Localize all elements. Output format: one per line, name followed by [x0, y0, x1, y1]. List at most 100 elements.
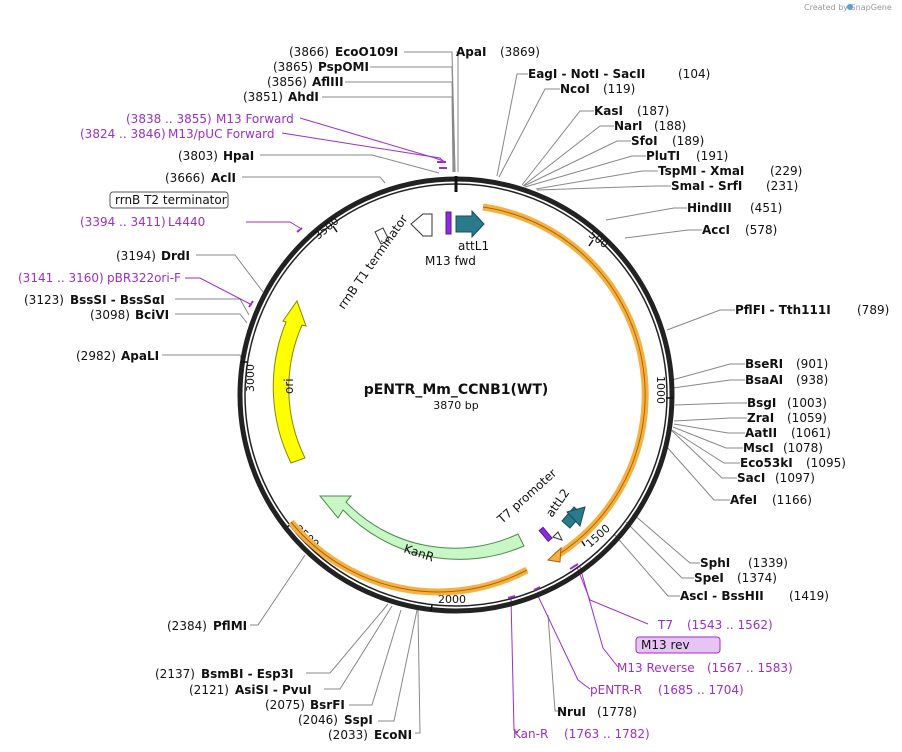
enzyme-position: (188) [654, 119, 686, 133]
enzyme-position: (2046) [298, 713, 338, 727]
enzyme-position: (2384) [167, 619, 207, 633]
tick-label: 2000 [438, 593, 466, 606]
enzyme-name: KasI [594, 104, 623, 118]
enzyme-position: (104) [678, 67, 710, 81]
enzyme-position: (3865) [273, 60, 313, 74]
rrnb-t2-label-box [109, 191, 229, 209]
enzyme-name: PflMI [213, 619, 247, 633]
m13fwd-label: M13 fwd [425, 254, 476, 268]
primer-range: (3141 .. 3160) [18, 271, 104, 285]
primer-range: (1567 .. 1583) [707, 661, 793, 675]
t7-promoter-shape [552, 531, 563, 541]
enzyme-name: NcoI [560, 82, 590, 96]
enzyme-name: BsrFI [310, 698, 345, 712]
primer-name: M13/pUC Forward [168, 127, 275, 141]
enzyme-name: AflIII [312, 75, 344, 89]
enzyme-name: BciVI [135, 308, 169, 322]
primer-range: (3394 .. 3411) [80, 215, 166, 229]
enzyme-name: HindIII [687, 201, 732, 215]
enzyme-position: (1339) [748, 556, 788, 570]
enzyme-position: (189) [672, 134, 704, 148]
enzyme-name: SpeI [694, 571, 724, 585]
plasmid-length: 3870 bp [433, 399, 478, 412]
enzyme-position: (3666) [165, 171, 205, 185]
ori-arrow [272, 299, 307, 464]
primer-connector-lines [185, 117, 649, 734]
enzyme-position: (451) [750, 201, 782, 215]
enzyme-position: (187) [637, 104, 669, 118]
enzyme-position: (2075) [265, 698, 305, 712]
orange-arrow-head [546, 546, 562, 563]
primer-name: M13 Forward [216, 112, 294, 126]
enzyme-position: (191) [696, 149, 728, 163]
primer-name: Kan-R [513, 727, 548, 741]
enzyme-position: (119) [603, 82, 635, 96]
enzyme-name: AscI - BssHII [680, 589, 764, 603]
enzyme-position: (578) [745, 223, 777, 237]
enzyme-name: AhdI [288, 90, 319, 104]
enzyme-name: PflFI - Tth111I [735, 303, 831, 317]
enzyme-position: (1078) [783, 441, 823, 455]
plasmid-name: pENTR_Mm_CCNB1(WT) [364, 382, 549, 398]
rrnb-t1-label: rrnB T1 terminator [335, 212, 411, 312]
tick-label: 3000 [244, 364, 257, 392]
enzyme-labels-left: (3866) EcoO109I (3865) PspOMI (3856) Afl… [24, 45, 412, 742]
rrnb-t1-terminator-shape [410, 213, 433, 237]
orange-segment-edge [482, 206, 646, 557]
enzyme-name: PluTI [646, 149, 680, 163]
enzyme-position: (3856) [267, 75, 307, 89]
m13rev-feature [538, 526, 553, 542]
enzyme-position: (1166) [772, 493, 812, 507]
t7-promoter-label: T7 promoter [494, 466, 559, 527]
enzyme-position: (1097) [775, 471, 815, 485]
connector-lines [162, 51, 747, 734]
m13rev-label: M13 rev [641, 638, 690, 652]
enzyme-position: (231) [766, 179, 798, 193]
primer-marks [248, 161, 579, 599]
enzyme-name: SacI [737, 471, 765, 485]
enzyme-name: AccI [702, 223, 730, 237]
enzyme-position: (1374) [737, 571, 777, 585]
primer-range: (1685 .. 1704) [658, 683, 744, 697]
enzyme-position: (1419) [789, 589, 829, 603]
primer-name: T7 [657, 618, 673, 632]
enzyme-name: Eco53kI [740, 456, 793, 470]
kanr-arrow [318, 495, 525, 560]
enzyme-name: ZraI [747, 411, 774, 425]
rrnb-t2-label: rrnB T2 terminator [115, 193, 227, 207]
enzyme-position: (3803) [178, 149, 218, 163]
enzyme-name: ApaI [456, 45, 486, 59]
primer-range: (1763 .. 1782) [564, 727, 650, 741]
enzyme-position: (1003) [787, 396, 827, 410]
enzyme-name: BssSI - BssSαI [70, 293, 165, 307]
m13rev-label-box [635, 636, 721, 654]
enzyme-name: BsaAI [745, 373, 783, 387]
enzyme-position: (229) [770, 164, 802, 178]
enzyme-position: (901) [796, 357, 828, 371]
orange-segment-edge-2 [290, 521, 528, 593]
kanr-label: KanR [402, 542, 436, 565]
ori-label: ori [282, 378, 296, 394]
attl1-arrow [455, 209, 485, 239]
tick-label: 1000 [654, 376, 667, 404]
enzyme-name: TspMI - XmaI [658, 164, 744, 178]
enzyme-name: SmaI - SrfI [671, 179, 742, 193]
enzyme-position: (3851) [243, 90, 283, 104]
attl1-label: attL1 [458, 239, 489, 253]
enzyme-name: SfoI [631, 134, 658, 148]
enzyme-name: SphI [700, 556, 730, 570]
enzyme-name: PspOMI [318, 60, 369, 74]
enzyme-position: (2982) [76, 349, 116, 363]
enzyme-position: (1061) [791, 426, 831, 440]
enzyme-name: BseRI [745, 357, 783, 371]
enzyme-name: AsiSI - PvuI [235, 683, 312, 697]
enzyme-name: BsmBI - Esp3I [201, 667, 293, 681]
enzyme-name: AatII [745, 426, 777, 440]
enzyme-position: (3869) [500, 45, 540, 59]
enzyme-position: (938) [796, 373, 828, 387]
enzyme-position: (3866) [289, 45, 329, 59]
enzyme-name: EcoNI [374, 728, 412, 742]
primer-range: (3838 .. 3855) [126, 112, 212, 126]
snapgene-logo-icon [847, 4, 853, 10]
